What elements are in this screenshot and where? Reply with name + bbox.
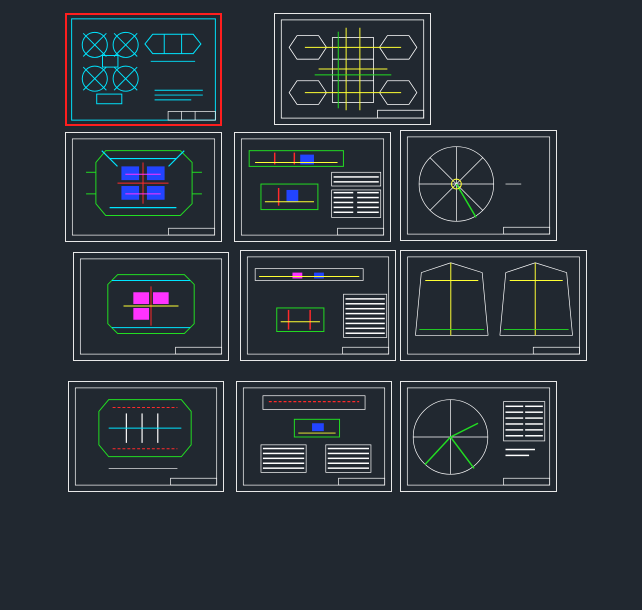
drawing-sheet-4[interactable]	[234, 132, 391, 242]
drawing-sheet-8[interactable]	[400, 250, 587, 361]
drawing-sheet-5-content	[406, 136, 551, 235]
drawing-sheet-10[interactable]	[236, 381, 392, 492]
drawing-sheet-2[interactable]	[274, 13, 431, 125]
drawing-sheet-2-content	[280, 19, 425, 119]
drawing-sheet-3[interactable]	[65, 132, 222, 242]
drawing-sheet-9-content	[74, 387, 218, 486]
drawing-sheet-6[interactable]	[73, 252, 229, 361]
drawing-sheet-9[interactable]	[68, 381, 224, 492]
drawing-sheet-6-content	[79, 258, 223, 355]
drawing-sheet-1-content	[71, 18, 216, 121]
drawing-sheet-5[interactable]	[400, 130, 557, 241]
drawing-sheet-1[interactable]	[65, 13, 222, 126]
drawing-sheet-11-content	[406, 387, 551, 486]
drawing-sheet-10-content	[242, 387, 386, 486]
drawing-sheet-7-content	[246, 256, 390, 355]
drawing-sheet-8-content	[407, 256, 580, 355]
drawing-sheet-3-content	[71, 138, 216, 236]
drawing-sheet-11[interactable]	[400, 381, 557, 492]
drawing-sheet-7[interactable]	[240, 250, 396, 361]
drawing-sheet-4-content	[240, 138, 385, 236]
